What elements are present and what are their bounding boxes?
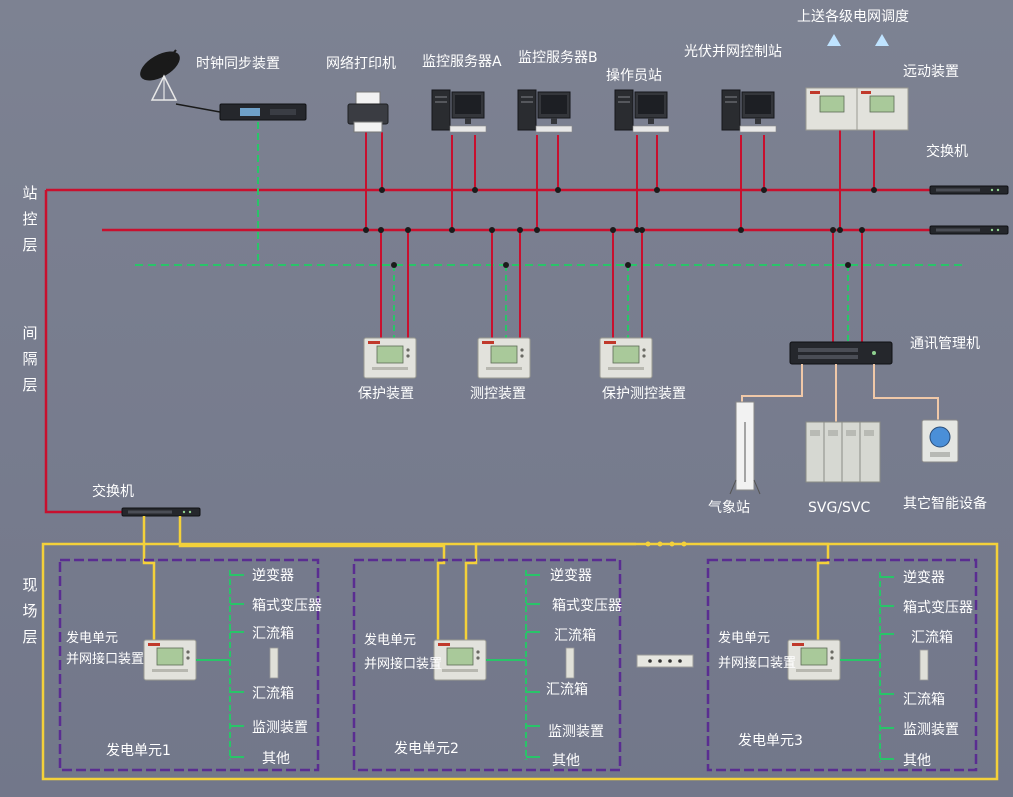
unit-2-item-monitor: 监测装置 — [548, 724, 604, 740]
pv-control-label: 光伏并网控制站 — [684, 44, 782, 60]
unit-1-interface-device — [143, 639, 197, 681]
field-switch-icon — [121, 507, 201, 517]
unit-1-name: 发电单元1 — [106, 743, 171, 759]
clock-sync-device — [219, 103, 307, 121]
svg-svc-label: SVG/SVC — [808, 500, 870, 516]
unit-2-item-inverter: 逆变器 — [550, 568, 592, 584]
station-layer-char-2: 控 — [22, 210, 37, 228]
unit-3-border — [706, 558, 978, 772]
station-layer-char-1: 站 — [22, 184, 37, 202]
protection-device-icon — [363, 337, 417, 379]
unit-3-interface-line2: 并网接口装置 — [718, 655, 796, 671]
antenna-cable — [175, 103, 221, 113]
protection-device-label: 保护装置 — [358, 386, 414, 402]
field-uplink-line — [44, 190, 122, 514]
server-b-label: 监控服务器B — [518, 50, 598, 66]
svg-svc-cabinet-icon — [805, 421, 881, 483]
field-layer-char-2: 场 — [22, 602, 37, 620]
measure-control-icon — [477, 337, 531, 379]
printer-icon — [347, 91, 389, 133]
unit-2-item-combiner-b: 汇流箱 — [546, 682, 588, 698]
unit-2-border — [352, 558, 622, 772]
field-switch-label: 交换机 — [92, 483, 134, 500]
server-a-label: 监控服务器A — [422, 54, 502, 70]
telecontrol-label: 远动装置 — [903, 64, 959, 80]
comm-manager-device — [789, 341, 893, 365]
unit-1-interface-line2: 并网接口装置 — [66, 651, 144, 667]
junction-dots-top — [363, 187, 877, 233]
upload-arrow-icon — [827, 34, 889, 86]
bay-layer-label: 间 隔 层 — [22, 324, 37, 394]
unit-2-item-other: 其他 — [552, 753, 580, 769]
field-layer-label: 现 场 层 — [22, 576, 37, 646]
unit-3-interface-line1: 发电单元 — [718, 630, 770, 646]
field-yellow-links — [142, 516, 830, 640]
unit-2-name: 发电单元2 — [394, 741, 459, 757]
field-layer-char-3: 层 — [22, 628, 37, 646]
unit-1-interface-line1: 发电单元 — [66, 630, 118, 646]
unit-3-item-transformer: 箱式变压器 — [903, 600, 973, 616]
station-layer-label: 站 控 层 — [22, 184, 37, 254]
top-device-drops — [365, 130, 875, 230]
bay-device-drops — [380, 230, 863, 342]
operator-station-label: 操作员站 — [606, 68, 662, 84]
unit-2-item-transformer: 箱式变压器 — [552, 598, 622, 614]
prot-measure-icon — [599, 337, 653, 379]
measure-control-label: 测控装置 — [470, 386, 526, 402]
unit-1-item-monitor: 监测装置 — [252, 720, 308, 736]
unit-3-item-monitor: 监测装置 — [903, 722, 959, 738]
unit-3-item-combiner-b: 汇流箱 — [903, 692, 945, 708]
comm-manager-label: 通讯管理机 — [910, 336, 980, 352]
unit-3-item-combiner-a: 汇流箱 — [911, 630, 953, 646]
telecontrol-device — [805, 87, 909, 131]
smart-meter-icon — [921, 419, 959, 463]
field-layer-char-1: 现 — [22, 576, 37, 594]
bay-layer-char-2: 隔 — [22, 350, 37, 368]
junction-dots-bay — [378, 227, 865, 268]
unit-2-interface-line1: 发电单元 — [364, 632, 416, 648]
unit-1-border — [58, 558, 320, 772]
unit-3-item-inverter: 逆变器 — [903, 570, 945, 586]
unit-1-item-combiner-b: 汇流箱 — [252, 686, 294, 702]
comm-manager-links — [741, 364, 939, 422]
station-layer-char-3: 层 — [22, 236, 37, 254]
unit-1-item-combiner-a: 汇流箱 — [252, 626, 294, 642]
switch-a-icon — [929, 185, 1009, 195]
weather-station-icon — [729, 401, 761, 495]
unit-3-name: 发电单元3 — [738, 733, 803, 749]
printer-label: 网络打印机 — [326, 55, 396, 72]
unit-1-item-inverter: 逆变器 — [252, 568, 294, 584]
unit-2-interface-line2: 并网接口装置 — [364, 656, 442, 672]
unit-3-item-other: 其他 — [903, 753, 931, 769]
unit-2-item-combiner-a: 汇流箱 — [554, 628, 596, 644]
clock-sync-label: 时钟同步装置 — [196, 55, 280, 72]
upload-dispatch-label: 上送各级电网调度 — [797, 9, 909, 25]
bay-layer-char-3: 层 — [22, 376, 37, 394]
weather-station-label: 气象站 — [708, 500, 750, 516]
other-smart-label: 其它智能设备 — [903, 495, 987, 512]
unit-1-item-transformer: 箱式变压器 — [252, 598, 322, 614]
prot-measure-label: 保护测控装置 — [602, 386, 686, 402]
satellite-antenna-icon — [140, 49, 180, 101]
bay-layer-char-1: 间 — [22, 324, 37, 342]
field-ellipsis-dots — [645, 541, 687, 547]
top-switch-label: 交换机 — [926, 143, 968, 160]
unit-1-item-other: 其他 — [262, 751, 290, 767]
more-units-placeholder — [636, 654, 694, 668]
switch-b-icon — [929, 225, 1009, 235]
